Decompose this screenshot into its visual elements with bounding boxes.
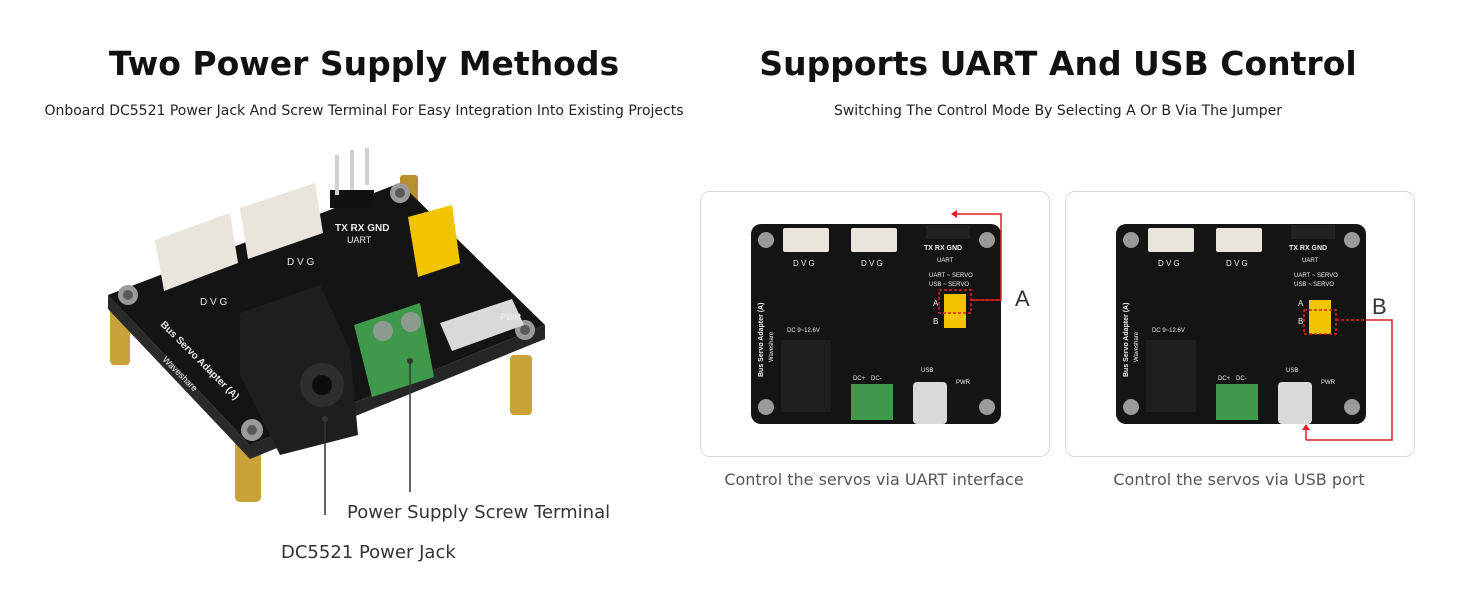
silk-pwr: PWR [956, 380, 971, 386]
silk-dcp: DC+ [1218, 376, 1231, 382]
silk-uart: UART [1302, 258, 1319, 264]
silk-a: A [933, 299, 939, 308]
usb-c-port [440, 299, 524, 351]
dc-jack [240, 285, 358, 455]
silk-brand: Waveshare [769, 331, 775, 362]
usb-c-port [913, 382, 947, 424]
silk-dvg: D V G [287, 257, 314, 268]
silk-uart: UART [347, 235, 372, 245]
board-topview-uart: D V G D V G TX RX GND UART UART ~ SERVO … [751, 210, 1030, 424]
silk-usb: USB [1286, 368, 1298, 374]
highlight-box [1303, 309, 1337, 335]
silk-a: A [1298, 299, 1304, 308]
servo-connector [240, 183, 323, 259]
jumper [1309, 300, 1331, 334]
silk-dvg: D V G [200, 297, 227, 308]
silk-row-b: USB ~ SERVO [1294, 282, 1334, 288]
silk-pins: TX RX GND [1289, 245, 1327, 252]
silk-dvg: D V G [1226, 259, 1248, 268]
silk-dvg: D V G [861, 259, 883, 268]
dc-jack [1146, 340, 1196, 412]
silk-row-a: UART ~ SERVO [929, 273, 973, 279]
screw-terminal [1216, 384, 1258, 420]
silk-product: Bus Servo Adapter (A) [1123, 303, 1130, 377]
silk-dcp: DC+ [853, 376, 866, 382]
silk-dcm: DC- [871, 376, 882, 382]
marker-b: B [1372, 294, 1387, 319]
right-subtitle: Switching The Control Mode By Selecting … [833, 103, 1283, 119]
silk-row-a: UART ~ SERVO [1294, 273, 1338, 279]
silk-row-b: USB ~ SERVO [929, 282, 969, 288]
usb-c-port [1278, 382, 1312, 424]
caption-usb: Control the servos via USB port [1113, 470, 1365, 489]
silk-usb: USB [921, 368, 933, 374]
silk-pwr: PWR [500, 312, 521, 322]
silk-brand: Waveshare [1134, 331, 1140, 362]
silk-pins: TX RX GND [924, 245, 962, 252]
silk-dc-range: DC 9~12.6V [1152, 328, 1185, 334]
silk-dcm: DC- [1236, 376, 1247, 382]
panel-uart: D V G D V G TX RX GND UART UART ~ SERVO … [700, 191, 1050, 457]
jumper [408, 205, 460, 277]
servo-connector [155, 213, 238, 291]
silk-pwr: PWR [1321, 380, 1336, 386]
caption-uart: Control the servos via UART interface [724, 470, 1024, 489]
board-3d-photo: TX RX GND UART D V G D V G PWR Bus Servo… [108, 148, 545, 515]
red-arrow [1306, 319, 1393, 441]
standoff [510, 355, 532, 415]
board-topview-usb: D V G D V G TX RX GND UART UART ~ SERVO … [1116, 224, 1393, 441]
dc-jack [781, 340, 831, 412]
marker-a: A [1015, 286, 1030, 311]
callout-screw-terminal: Power Supply Screw Terminal [347, 502, 611, 523]
right-title: Supports UART And USB Control [759, 44, 1357, 83]
silk-dvg: D V G [793, 259, 815, 268]
callout-dc-jack: DC5521 Power Jack [281, 542, 456, 563]
silk-pins: TX RX GND [335, 223, 389, 234]
silk-uart: UART [937, 258, 954, 264]
jumper [944, 294, 966, 328]
left-subtitle: Onboard DC5521 Power Jack And Screw Term… [44, 103, 684, 119]
screw-terminal [851, 384, 893, 420]
silk-product: Bus Servo Adapter (A) [758, 303, 765, 377]
left-title: Two Power Supply Methods [108, 44, 620, 83]
silk-dc-range: DC 9~12.6V [787, 328, 820, 334]
silk-b: B [933, 317, 938, 326]
silk-b: B [1298, 317, 1303, 326]
silk-dvg: D V G [1158, 259, 1180, 268]
highlight-box [938, 289, 972, 314]
panel-usb: D V G D V G TX RX GND UART UART ~ SERVO … [1065, 191, 1415, 457]
